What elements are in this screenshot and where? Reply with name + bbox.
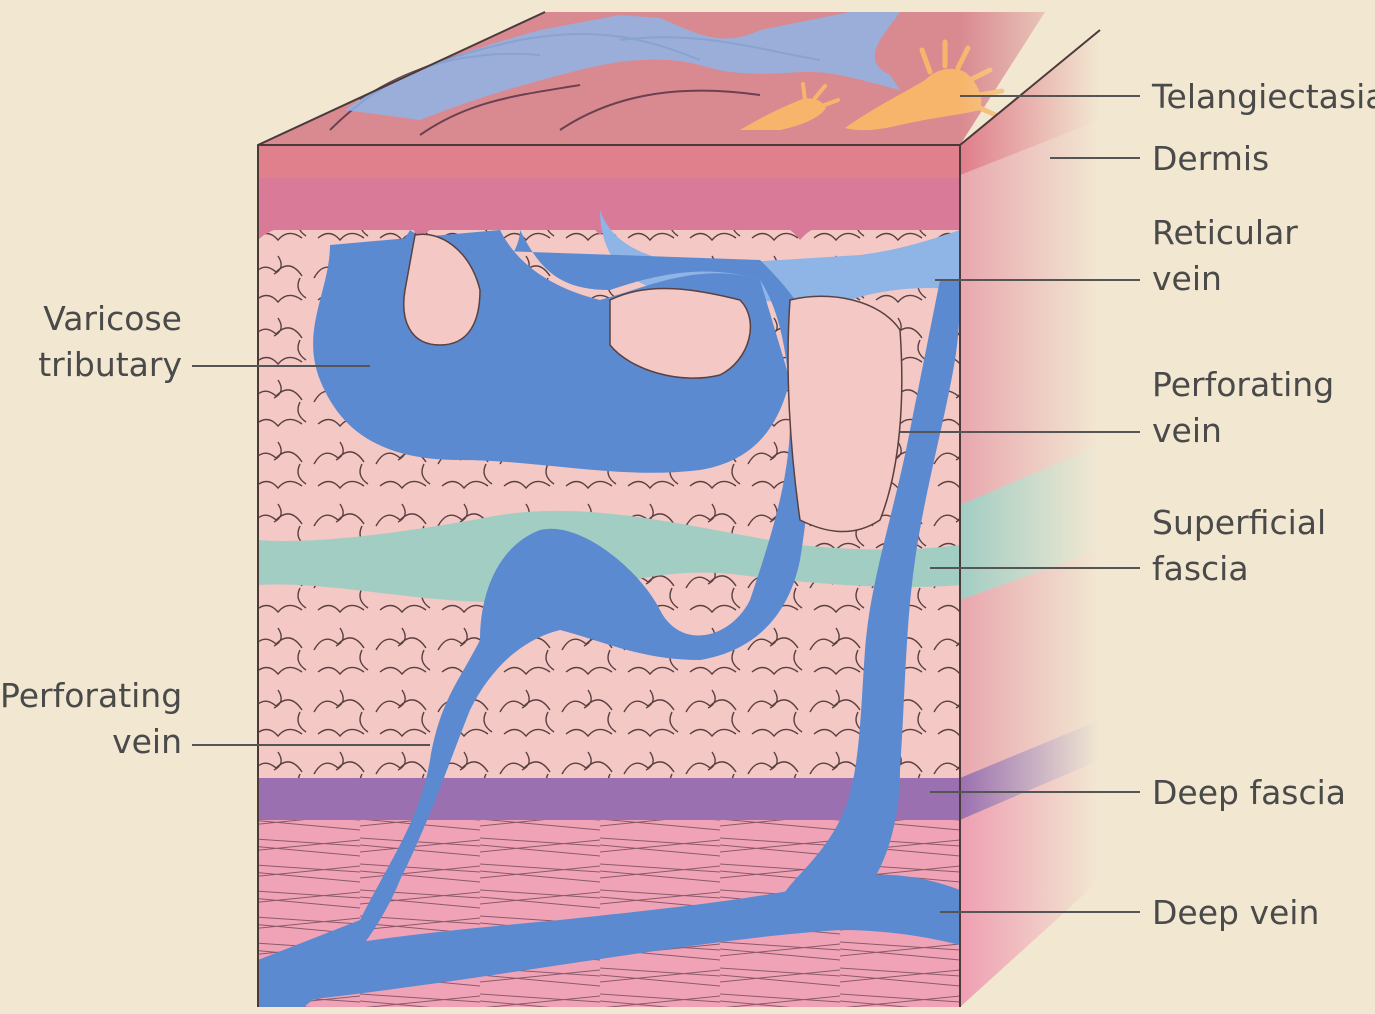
label-varicose-tributary: Varicose tributary — [20, 296, 182, 388]
label-reticular-vein: Reticular vein — [1152, 210, 1298, 302]
block-side-face — [960, 0, 1100, 1010]
label-perforating-vein-right: Perforating vein — [1152, 362, 1334, 454]
label-perforating-vein-left: Perforating vein — [0, 673, 182, 765]
block-front-face — [258, 145, 975, 1010]
label-telangiectasia: Telangiectasia — [1152, 74, 1375, 120]
label-superficial-fascia: Superficial fascia — [1152, 500, 1326, 592]
label-deep-vein: Deep vein — [1152, 890, 1319, 936]
label-deep-fascia: Deep fascia — [1152, 770, 1346, 816]
label-dermis: Dermis — [1152, 136, 1269, 182]
